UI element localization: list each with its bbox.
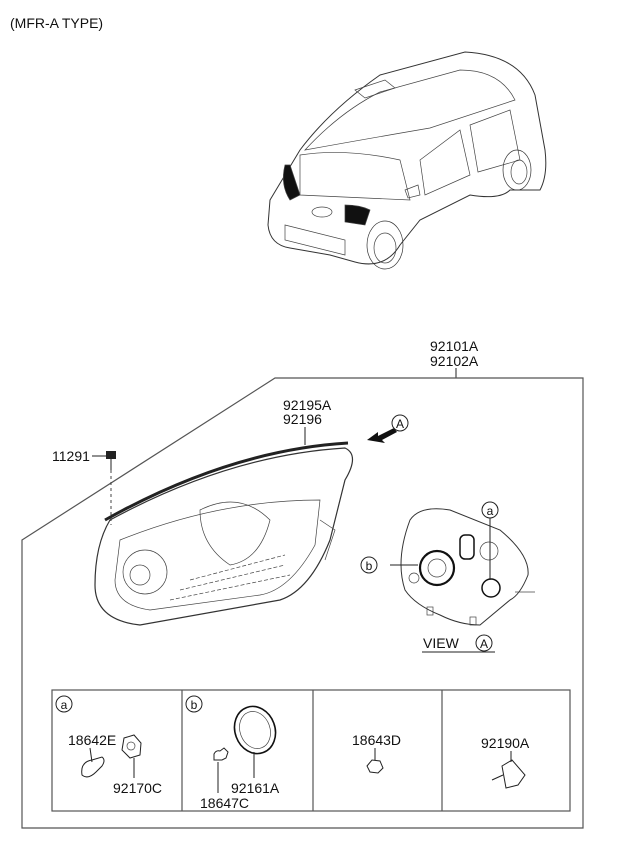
assembly-part-number-1: 92101A bbox=[430, 338, 479, 354]
cell-marker-a: a bbox=[61, 698, 68, 712]
part-number: 92190A bbox=[481, 735, 530, 751]
part-number: 92161A bbox=[231, 780, 280, 796]
gasket-part-number-1: 92195A bbox=[283, 397, 332, 413]
assembly-part-number-2: 92102A bbox=[430, 353, 479, 369]
view-title: VIEW bbox=[423, 635, 460, 651]
part-number: 18642E bbox=[68, 732, 116, 748]
gasket-part-number-2: 92196 bbox=[283, 411, 322, 427]
leveling-actuator-icon bbox=[501, 759, 526, 789]
variant-label: (MFR-A TYPE) bbox=[10, 15, 103, 31]
bulb-socket-icon bbox=[121, 734, 142, 759]
part-number: 18643D bbox=[352, 732, 401, 748]
bulb-icon bbox=[81, 756, 105, 778]
view-title-marker: A bbox=[480, 637, 488, 651]
screw-icon bbox=[106, 451, 116, 525]
bulb-socket-icon bbox=[366, 759, 384, 774]
view-marker: A bbox=[396, 417, 404, 431]
dust-cover-icon bbox=[233, 705, 277, 755]
callout-b: b bbox=[366, 559, 373, 573]
headlamp-rear-view bbox=[390, 508, 535, 626]
car-illustration bbox=[267, 51, 547, 270]
parts-cell-4: 92190A bbox=[481, 735, 530, 789]
parts-cell-b: b 92161A 18647C bbox=[185, 695, 280, 811]
callout-a: a bbox=[487, 504, 494, 518]
headlamp-assembly bbox=[94, 441, 354, 626]
screw-part-number: 11291 bbox=[52, 448, 90, 464]
cell-marker-b: b bbox=[191, 698, 198, 712]
parts-table bbox=[51, 689, 571, 812]
parts-cell-3: 18643D bbox=[352, 732, 401, 774]
halogen-bulb-icon bbox=[213, 747, 229, 761]
parts-cell-a: a 18642E 92170C bbox=[55, 695, 162, 796]
view-direction-arrow-icon bbox=[367, 428, 397, 443]
part-number: 18647C bbox=[200, 795, 249, 811]
part-number: 92170C bbox=[113, 780, 162, 796]
assembly-frame bbox=[21, 377, 584, 829]
